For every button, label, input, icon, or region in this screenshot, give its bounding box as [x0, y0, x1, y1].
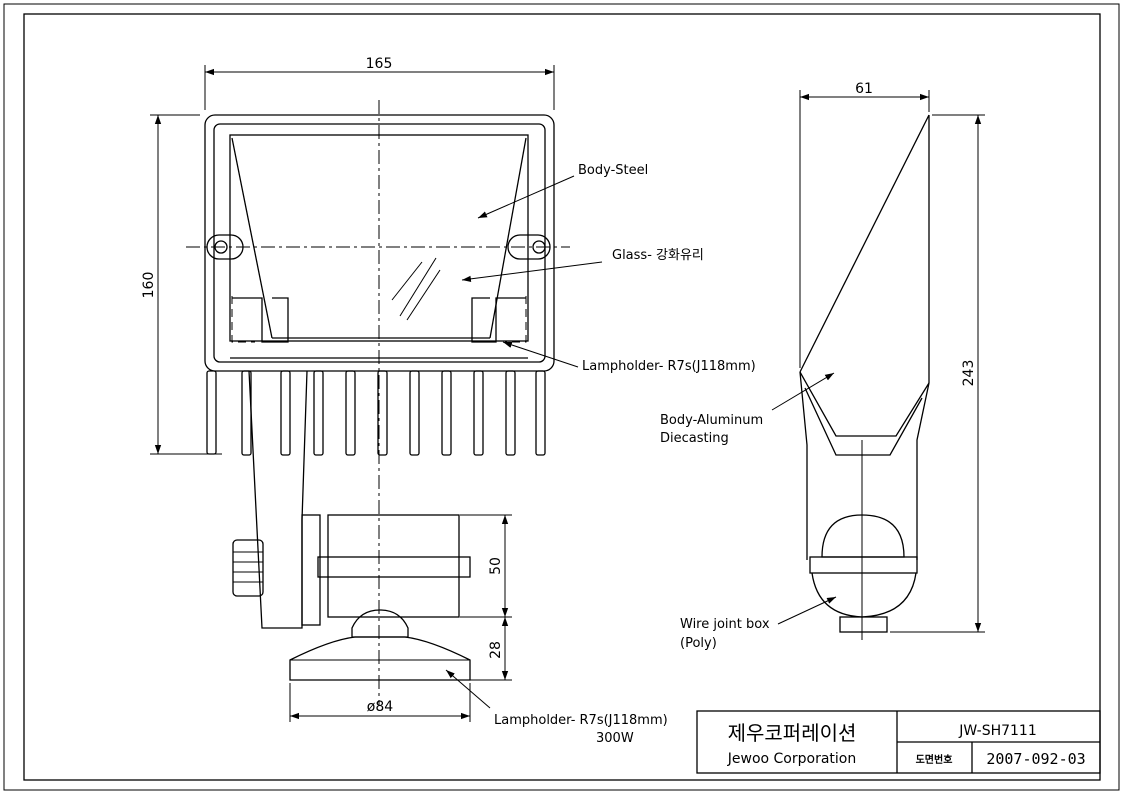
cooling-fin — [206, 370, 217, 455]
side-lamp-pocket — [799, 371, 930, 437]
outer-border — [3, 3, 1120, 791]
label-diecasting: Diecasting — [660, 431, 729, 446]
label-body-aluminum: Body-Aluminum — [660, 413, 763, 428]
drawing-number: 2007-092-03 — [986, 750, 1085, 768]
bracket-plate — [301, 514, 321, 626]
dim-84: ø84 — [367, 699, 393, 715]
inner-border — [23, 13, 1101, 781]
cooling-fin — [535, 370, 546, 456]
cooling-fin — [313, 370, 324, 456]
glass-hatch — [391, 261, 423, 301]
cooling-fin — [280, 370, 291, 456]
dim-61: 61 — [855, 81, 873, 97]
cooling-fins — [206, 370, 546, 456]
front-dimensions: 165 160 50 28 ø84 — [141, 56, 555, 722]
wire-box-band — [809, 556, 918, 574]
dim-243: 243 — [961, 360, 977, 387]
label-poly: (Poly) — [680, 636, 717, 651]
bracket-slot — [317, 556, 471, 578]
company-korean: 제우코퍼레이션 — [728, 721, 857, 745]
wire-joint-box — [821, 514, 905, 558]
dim-28: 28 — [488, 641, 504, 659]
dim-50: 50 — [488, 557, 504, 575]
label-lampholder: Lampholder- R7s(J118mm) — [582, 359, 756, 374]
model-number: JW-SH7111 — [958, 723, 1037, 739]
cooling-fin — [505, 370, 516, 456]
cooling-fin — [473, 370, 484, 456]
side-callouts: Body-Aluminum Diecasting Wire joint box … — [660, 372, 837, 651]
side-dimensions: 61 243 — [799, 81, 985, 633]
cooling-fin — [345, 370, 356, 456]
label-lampholder-bottom: Lampholder- R7s(J118mm) — [494, 713, 668, 728]
base-dome — [351, 609, 409, 638]
cooling-fin — [409, 370, 420, 456]
side-diagonal — [799, 114, 930, 373]
label-wire-box: Wire joint box — [680, 617, 770, 632]
side-view — [799, 114, 930, 640]
mount-arm — [248, 370, 308, 629]
cooling-fin — [441, 370, 452, 456]
cooling-fin — [377, 370, 388, 456]
front-callouts: Body-Steel Glass- 강화유리 Lampholder- R7s(J… — [445, 163, 756, 746]
side-body-outline — [799, 371, 808, 560]
base-plate — [289, 636, 471, 681]
lampholder-right-hidden — [505, 296, 527, 343]
title-block: 제우코퍼레이션 Jewoo Corporation JW-SH7111 도면번호… — [696, 710, 1101, 774]
label-glass: Glass- 강화유리 — [612, 248, 704, 263]
company-english: Jewoo Corporation — [727, 751, 856, 767]
bracket-body — [327, 514, 460, 618]
reflector-left — [231, 137, 273, 339]
dim-165: 165 — [366, 56, 393, 72]
dim-160: 160 — [141, 272, 157, 299]
adjust-knob — [232, 539, 264, 597]
label-300w: 300W — [596, 731, 634, 746]
label-body-steel: Body-Steel — [578, 163, 648, 178]
drawing-no-label: 도면번호 — [916, 753, 953, 766]
front-view — [186, 100, 570, 705]
lampholder-left-hidden — [231, 296, 255, 343]
